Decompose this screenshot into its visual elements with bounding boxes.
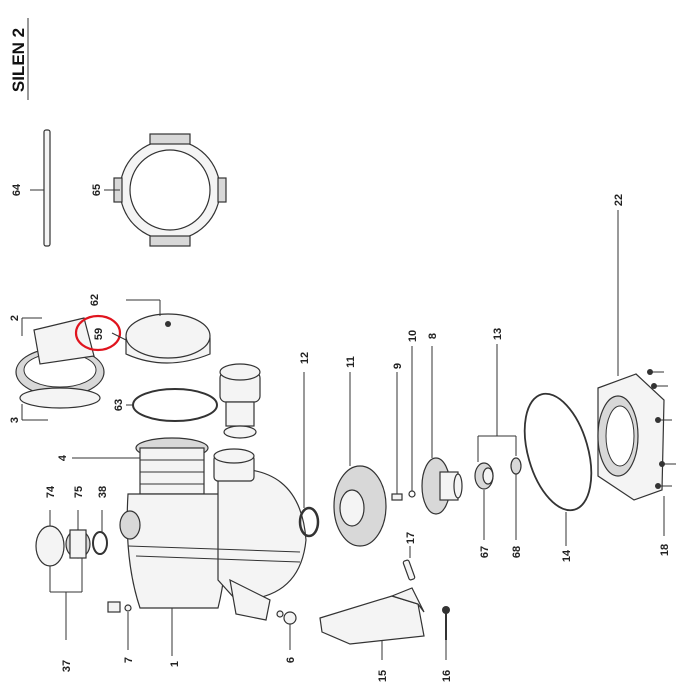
label-9: 9 bbox=[392, 363, 404, 369]
label-59: 59 bbox=[93, 328, 105, 340]
label-10: 10 bbox=[407, 330, 419, 342]
label-4: 4 bbox=[57, 454, 69, 461]
label-13: 13 bbox=[492, 328, 504, 340]
label-1: 1 bbox=[169, 661, 181, 667]
label-67: 67 bbox=[479, 546, 491, 558]
label-64: 64 bbox=[11, 183, 23, 196]
label-2: 2 bbox=[9, 315, 21, 321]
label-8: 8 bbox=[427, 333, 439, 339]
part-18-screws bbox=[647, 369, 676, 536]
part-63-o-ring bbox=[126, 388, 218, 422]
part-1-pump-housing bbox=[119, 448, 307, 656]
part-64-rod bbox=[30, 129, 51, 247]
label-15: 15 bbox=[377, 670, 389, 682]
part-74-75-38-inlet-union bbox=[35, 510, 108, 640]
label-18: 18 bbox=[659, 544, 671, 556]
label-37: 37 bbox=[61, 660, 73, 672]
label-17: 17 bbox=[405, 532, 417, 544]
part-67-68-mechanical-seal bbox=[474, 344, 522, 540]
part-14-large-o-ring bbox=[523, 392, 593, 546]
label-62: 62 bbox=[89, 294, 101, 306]
part-62-lid bbox=[125, 299, 211, 364]
part-8-impeller bbox=[421, 346, 463, 515]
part-union-fitting bbox=[219, 363, 261, 439]
part-65-clamp-ring bbox=[104, 133, 227, 247]
label-65: 65 bbox=[91, 184, 103, 196]
highlight-circle-59 bbox=[74, 314, 122, 352]
label-38: 38 bbox=[97, 486, 109, 498]
part-15-foot bbox=[319, 587, 425, 660]
label-75: 75 bbox=[73, 486, 85, 498]
part-6-drain-plug bbox=[276, 610, 297, 650]
label-22: 22 bbox=[613, 194, 625, 206]
part-11-diffuser bbox=[333, 372, 387, 547]
label-14: 14 bbox=[561, 549, 573, 562]
label-63: 63 bbox=[113, 399, 125, 411]
part-2-3-strainer-lid bbox=[15, 317, 105, 421]
label-7: 7 bbox=[123, 657, 135, 663]
part-12-o-ring bbox=[298, 372, 320, 538]
diagram-title: SILEN 2 bbox=[9, 28, 28, 92]
label-6: 6 bbox=[285, 657, 297, 663]
part-16-screw bbox=[442, 606, 450, 660]
label-74: 74 bbox=[45, 485, 57, 498]
label-16: 16 bbox=[441, 670, 453, 682]
part-22-motor-flange bbox=[597, 210, 665, 501]
label-12: 12 bbox=[299, 352, 311, 364]
part-4-basket bbox=[72, 437, 209, 495]
part-17-pin bbox=[402, 546, 416, 581]
label-11: 11 bbox=[345, 356, 357, 368]
label-3: 3 bbox=[9, 417, 21, 423]
part-7-plug bbox=[107, 601, 132, 650]
part-9-10-screw-washer bbox=[391, 346, 416, 501]
label-68: 68 bbox=[511, 546, 523, 558]
